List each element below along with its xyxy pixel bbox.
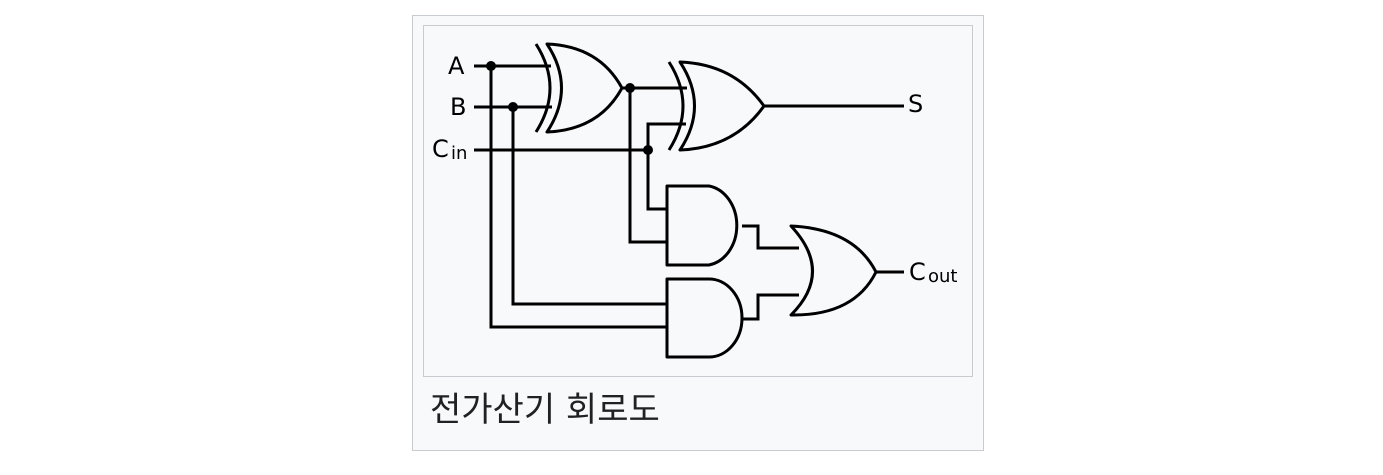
full-adder-circuit-diagram: A B C in S C out — [432, 42, 957, 359]
wires — [474, 64, 904, 329]
xor-gate-2 — [667, 60, 766, 152]
and-gate-1 — [665, 184, 739, 267]
svg-text:C: C — [909, 258, 926, 286]
svg-text:in: in — [451, 143, 467, 164]
label-b: B — [450, 93, 466, 121]
label-a: A — [448, 52, 465, 80]
junction-cin — [643, 145, 653, 155]
label-s: S — [908, 90, 923, 118]
junction-xor1-out — [625, 83, 635, 93]
label-cin: C in — [432, 135, 467, 164]
svg-text:out: out — [928, 266, 957, 287]
xor-gate-1 — [534, 42, 624, 134]
junction-b — [508, 102, 518, 112]
circuit-image[interactable]: A B C in S C out — [423, 25, 973, 377]
svg-text:C: C — [432, 135, 449, 163]
label-cout: C out — [909, 258, 957, 287]
or-gate — [789, 224, 878, 317]
figure-caption: 전가산기 회로도 — [430, 390, 660, 430]
junction-a — [486, 61, 496, 71]
and-gate-2 — [665, 277, 744, 359]
figure-frame: A B C in S C out — [412, 15, 984, 451]
